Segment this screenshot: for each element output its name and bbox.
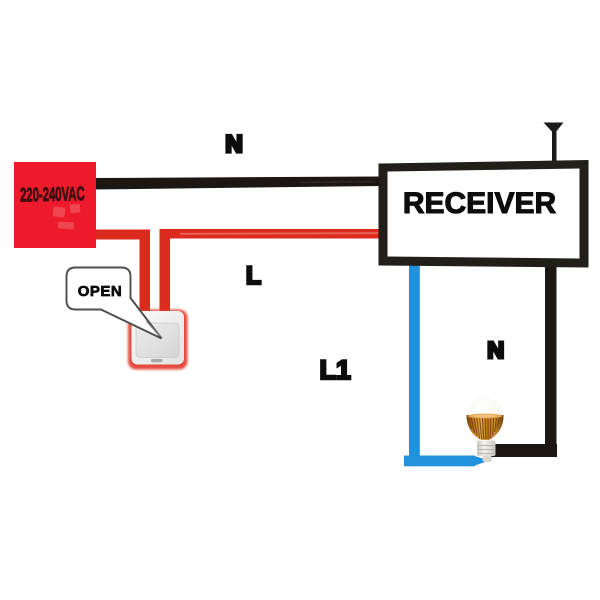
svg-text:220-240VAC: 220-240VAC — [20, 184, 85, 206]
svg-text:L: L — [246, 262, 261, 290]
svg-text:N: N — [487, 337, 504, 363]
svg-text:OPEN: OPEN — [78, 283, 123, 300]
svg-text:RECEIVER: RECEIVER — [403, 187, 557, 220]
svg-text:N: N — [225, 131, 242, 158]
svg-text:L1: L1 — [319, 355, 351, 385]
